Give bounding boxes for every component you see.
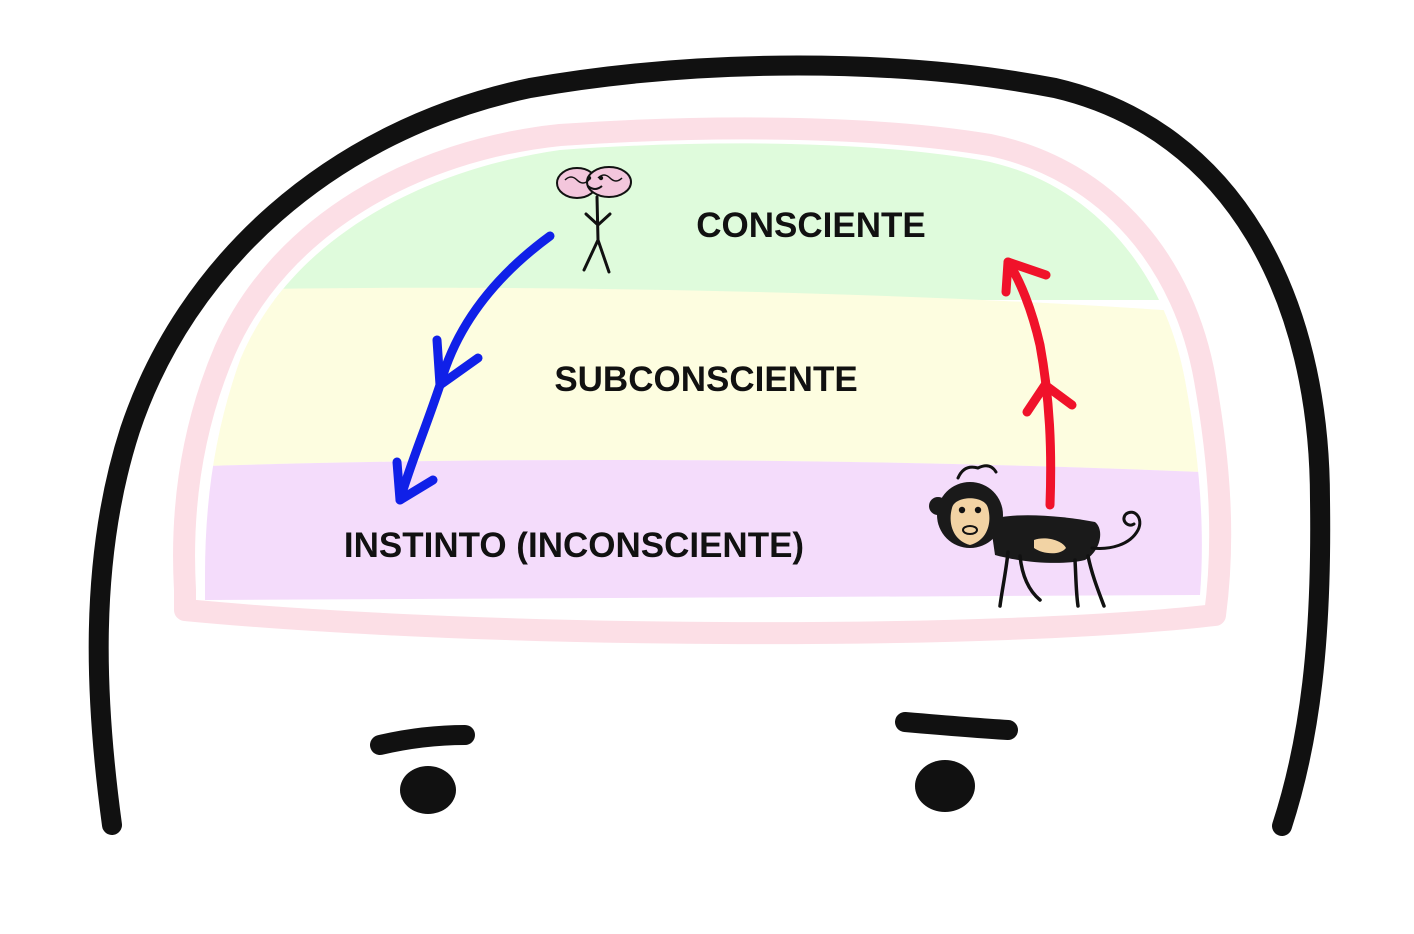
label-subconscious: SUBCONSCIENTE	[554, 360, 857, 399]
left-eye	[400, 766, 456, 814]
monkey-tail	[1090, 510, 1142, 550]
monkey-legs	[998, 550, 1106, 608]
right-eye	[915, 760, 975, 812]
label-instinct: INSTINTO (INCONSCIENTE)	[344, 526, 804, 565]
downward-arrow	[392, 231, 555, 505]
layer-subconscious-band	[205, 287, 1202, 475]
head-outline	[88, 55, 1331, 836]
upward-arrow	[1001, 257, 1077, 510]
downward-arrow-tip-head	[392, 457, 438, 505]
monkey-belly	[1034, 538, 1066, 554]
mind-border	[173, 117, 1232, 645]
right-eyebrow	[895, 712, 1018, 740]
left-eyebrow	[370, 725, 475, 755]
upward-arrow-tip-head	[1001, 257, 1051, 297]
monkey-icon	[929, 464, 1142, 608]
label-conscious: CONSCIENTE	[696, 206, 925, 245]
brain-right-lobe-icon	[586, 166, 632, 198]
brain-stick-figure-icon	[556, 166, 632, 274]
upward-arrow-mid-head	[1022, 380, 1077, 417]
stick-figure-body	[582, 195, 612, 274]
downward-arrow-mid-head	[432, 335, 483, 390]
